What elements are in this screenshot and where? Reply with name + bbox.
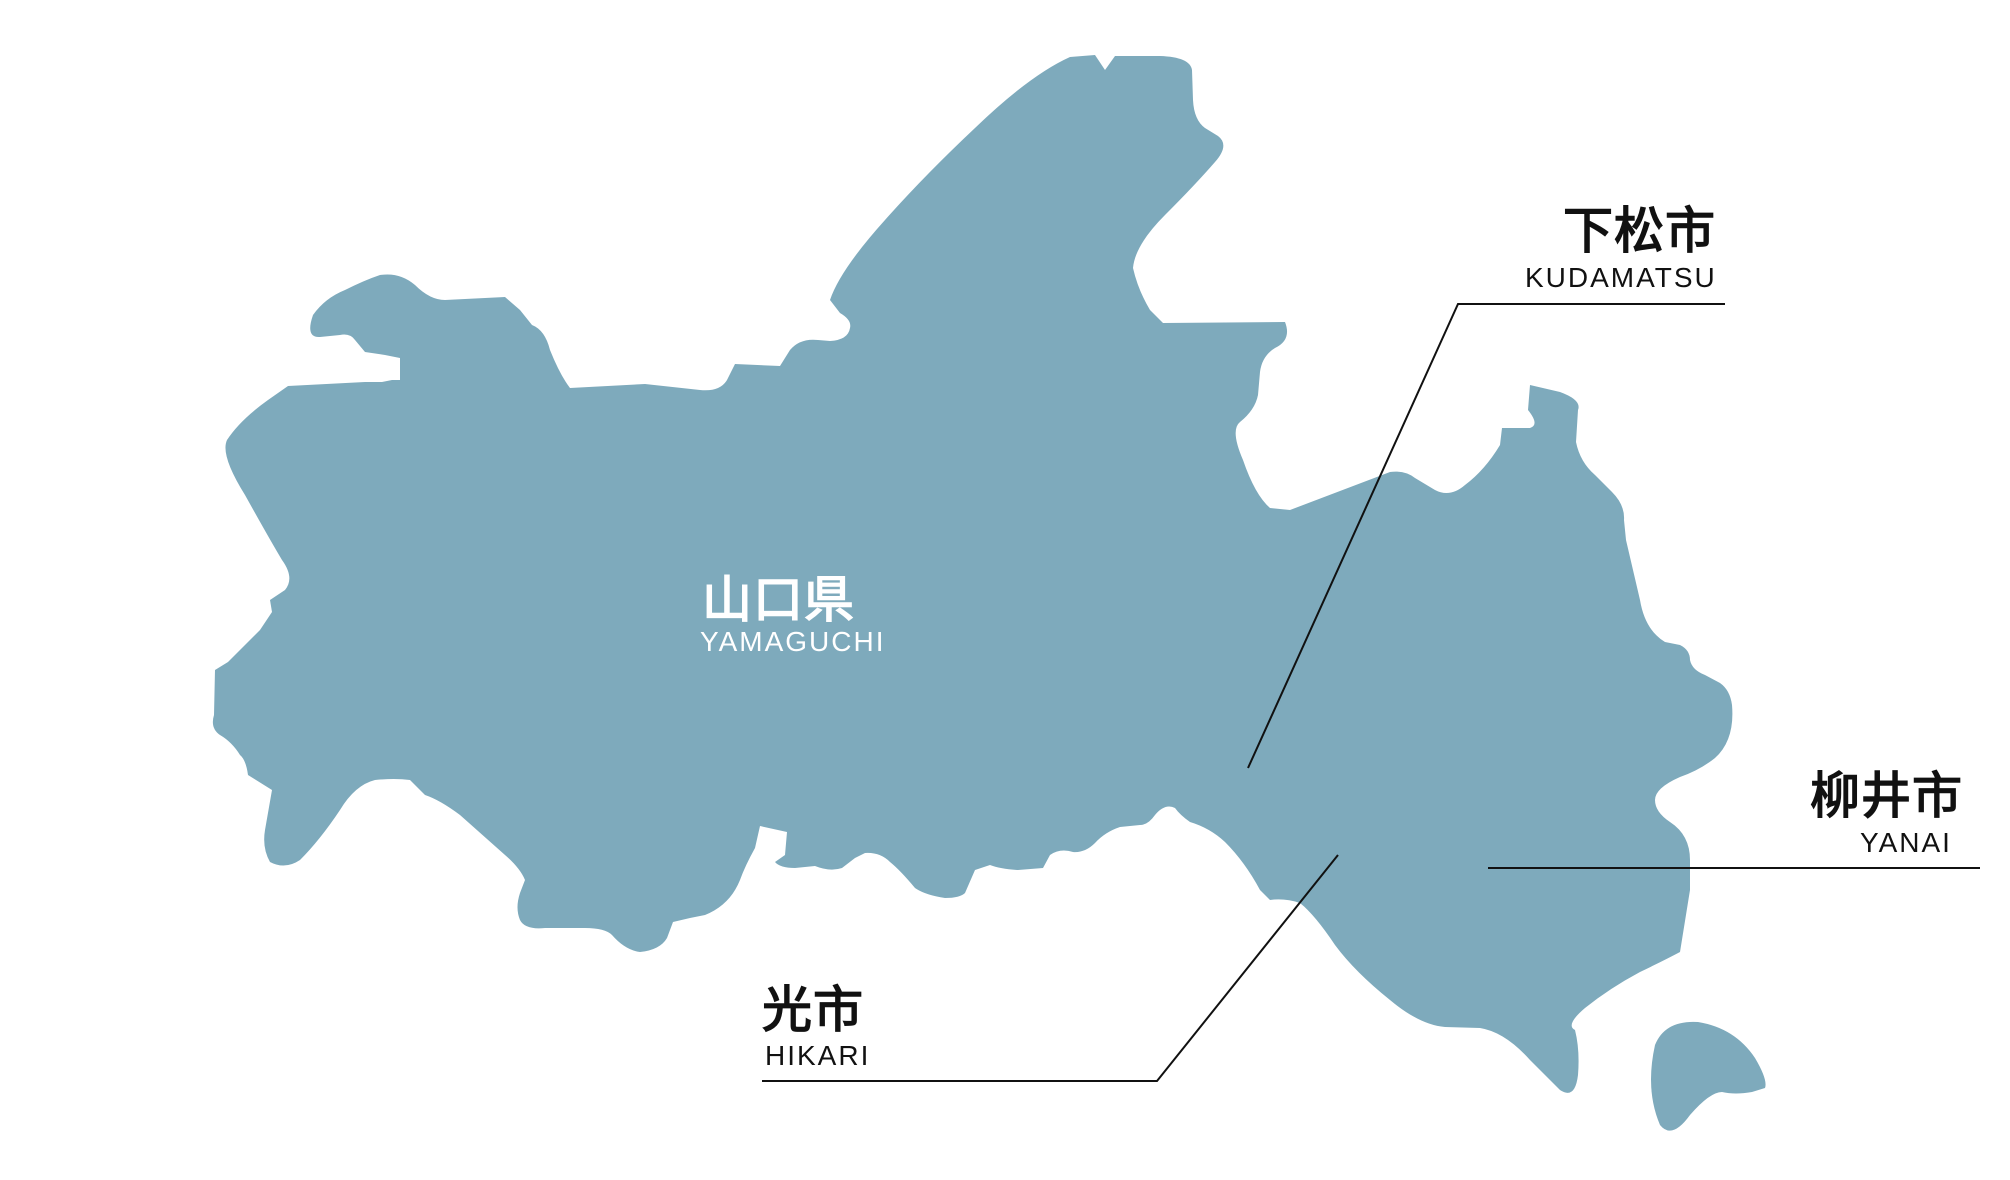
- city-name-ja-yanai: 柳井市: [1810, 767, 1963, 825]
- city-name-en-hikari: HIKARI: [765, 1040, 870, 1071]
- city-label-hikari: 光市 HIKARI: [762, 854, 1339, 1082]
- city-label-kudamatsu: 下松市 KUDAMATSU: [1247, 202, 1725, 769]
- leader-line-hikari: [762, 854, 1339, 1082]
- leader-line-kudamatsu: [1247, 303, 1725, 769]
- prefecture-landmass: [212, 55, 1733, 1093]
- prefecture-name-en: YAMAGUCHI: [700, 626, 886, 657]
- city-name-en-kudamatsu: KUDAMATSU: [1525, 262, 1717, 293]
- city-name-en-yanai: YANAI: [1860, 827, 1952, 858]
- city-label-yanai: 柳井市 YANAI: [1488, 767, 1980, 869]
- city-name-ja-hikari: 光市: [762, 981, 864, 1039]
- prefecture-name-ja: 山口県: [702, 571, 855, 629]
- city-name-ja-kudamatsu: 下松市: [1563, 202, 1716, 260]
- island: [1651, 1021, 1766, 1131]
